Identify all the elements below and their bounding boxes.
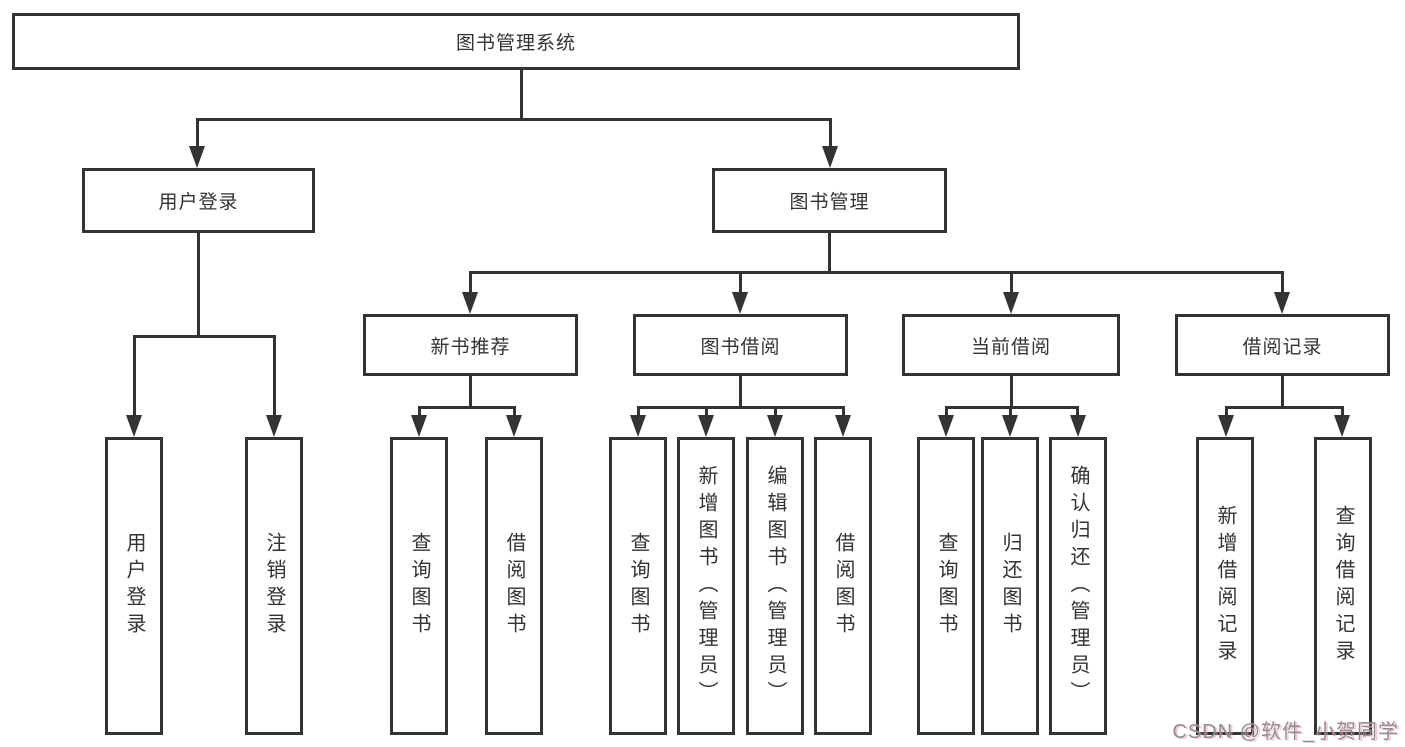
- node-borrow-records: 借阅记录: [1175, 314, 1390, 376]
- node-label: 用户登录: [123, 532, 145, 640]
- leaf-edit-books-admin: 编辑图书（管理员）: [746, 437, 804, 735]
- connector-stub: [1225, 406, 1228, 417]
- arrow-down-icon: [1274, 292, 1290, 314]
- node-label: 归还图书: [999, 532, 1021, 640]
- connector-stub: [1009, 406, 1012, 417]
- connector-user-login-rail: [133, 335, 276, 338]
- connector-stub: [1076, 406, 1079, 417]
- node-label: 新书推荐: [430, 336, 511, 358]
- arrow-down-icon: [1218, 415, 1234, 437]
- connector-stub: [842, 406, 845, 417]
- connector-book-mgmt-stem: [828, 233, 831, 271]
- arrow-down-icon: [266, 415, 282, 437]
- connector-root-rail: [196, 118, 832, 121]
- node-user-login: 用户登录: [82, 168, 315, 233]
- connector-stub: [513, 406, 516, 417]
- node-label: 查询图书: [408, 532, 430, 640]
- leaf-logout: 注销登录: [245, 437, 303, 735]
- connector-stub: [273, 335, 276, 417]
- connector-stub: [469, 271, 472, 294]
- connector-stub: [1010, 271, 1013, 294]
- arrow-down-icon: [126, 415, 142, 437]
- connector-section-stem: [1010, 376, 1013, 406]
- node-label: 新增图书（管理员）: [695, 464, 717, 708]
- arrow-down-icon: [630, 415, 646, 437]
- arrow-down-icon: [698, 415, 714, 437]
- node-new-book-recommend: 新书推荐: [363, 314, 578, 376]
- connector-stub: [739, 271, 742, 294]
- leaf-confirm-return-admin: 确认归还（管理员）: [1049, 437, 1107, 735]
- connector-section-stem: [1281, 376, 1284, 406]
- connector-stub: [418, 406, 421, 417]
- connector-user-login-stem: [197, 233, 200, 335]
- leaf-query-books-borrow: 查询图书: [609, 437, 667, 735]
- arrow-down-icon: [1003, 292, 1019, 314]
- node-label: 查询借阅记录: [1332, 505, 1354, 667]
- arrow-down-icon: [462, 292, 478, 314]
- leaf-query-borrow-record: 查询借阅记录: [1314, 437, 1372, 735]
- node-label: 图书借阅: [700, 336, 781, 358]
- node-book-mgmt: 图书管理: [712, 168, 947, 233]
- node-label: 查询图书: [627, 532, 649, 640]
- node-label: 借阅记录: [1242, 336, 1323, 358]
- connector-stub: [945, 406, 948, 417]
- connector-book-mgmt-rail: [469, 271, 1284, 274]
- node-label: 确认归还（管理员）: [1067, 464, 1089, 708]
- connector-stub: [829, 118, 832, 148]
- leaf-add-books-admin: 新增图书（管理员）: [677, 437, 735, 735]
- arrow-down-icon: [189, 146, 205, 168]
- arrow-down-icon: [732, 292, 748, 314]
- arrow-down-icon: [822, 146, 838, 168]
- connector-section-rail: [418, 406, 516, 409]
- leaf-add-borrow-record: 新增借阅记录: [1196, 437, 1254, 735]
- leaf-borrow-books: 借阅图书: [814, 437, 872, 735]
- node-label: 图书管理: [789, 192, 870, 213]
- arrow-down-icon: [1070, 415, 1086, 437]
- connector-stub: [196, 118, 199, 148]
- arrow-down-icon: [411, 415, 427, 437]
- leaf-query-books-recommend: 查询图书: [390, 437, 448, 735]
- connector-stub: [637, 406, 640, 417]
- node-label: 借阅图书: [503, 532, 525, 640]
- arrow-down-icon: [1002, 415, 1018, 437]
- node-label: 新增借阅记录: [1214, 505, 1236, 667]
- connector-root-stem: [520, 70, 523, 118]
- connector-section-rail: [1225, 406, 1343, 409]
- node-label: 注销登录: [263, 532, 285, 640]
- leaf-user-login: 用户登录: [105, 437, 163, 735]
- leaf-return-books: 归还图书: [981, 437, 1039, 735]
- arrow-down-icon: [767, 415, 783, 437]
- node-label: 用户登录: [158, 192, 239, 213]
- connector-stub: [705, 406, 708, 417]
- node-current-borrow: 当前借阅: [902, 314, 1120, 376]
- connector-stub: [1341, 406, 1344, 417]
- node-label: 借阅图书: [832, 532, 854, 640]
- arrow-down-icon: [506, 415, 522, 437]
- node-system-root: 图书管理系统: [12, 13, 1020, 70]
- leaf-borrow-books-recommend: 借阅图书: [485, 437, 543, 735]
- watermark: CSDN @软件_小贺同学: [1172, 721, 1399, 743]
- connector-stub: [133, 335, 136, 417]
- leaf-query-books-current: 查询图书: [917, 437, 975, 735]
- connector-section-rail: [945, 406, 1079, 409]
- connector-section-rail: [637, 406, 845, 409]
- node-label: 图书管理系统: [455, 33, 576, 54]
- node-book-borrow: 图书借阅: [633, 314, 848, 376]
- node-label: 当前借阅: [970, 336, 1051, 358]
- arrow-down-icon: [1334, 415, 1350, 437]
- arrow-down-icon: [835, 415, 851, 437]
- connector-stub: [1281, 271, 1284, 294]
- arrow-down-icon: [938, 415, 954, 437]
- node-label: 查询图书: [935, 532, 957, 640]
- node-label: 编辑图书（管理员）: [764, 464, 786, 708]
- connector-stub: [774, 406, 777, 417]
- connector-section-stem: [469, 376, 472, 406]
- connector-section-stem: [739, 376, 742, 406]
